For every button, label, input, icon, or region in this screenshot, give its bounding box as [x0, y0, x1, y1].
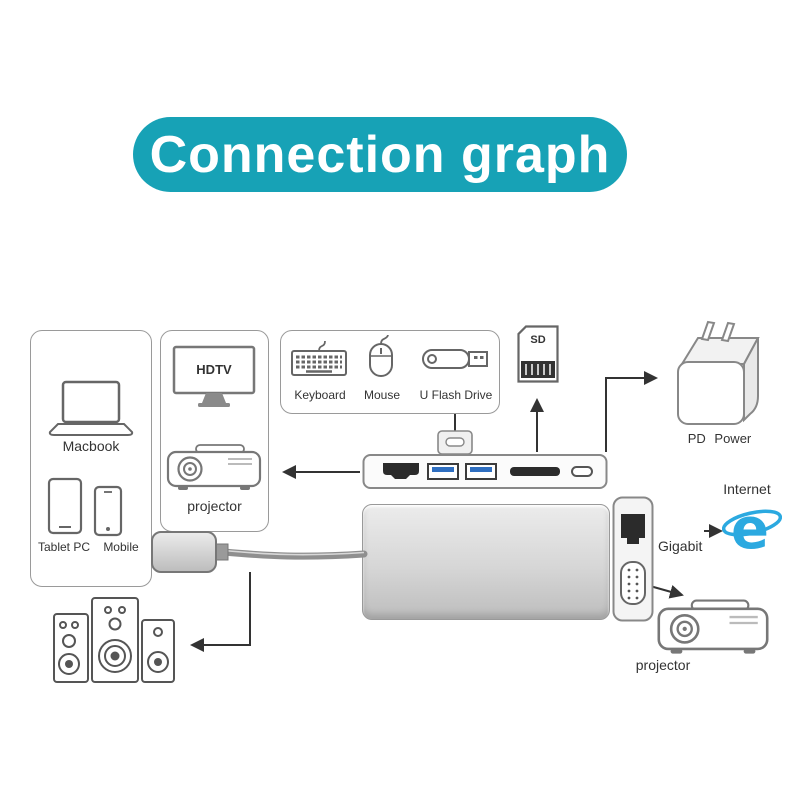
projector-label: projector: [187, 498, 242, 514]
mobile-phone-icon: [93, 485, 123, 537]
usb-c-port: [571, 466, 593, 477]
hdtv-monitor-icon: [172, 345, 256, 407]
pd-power-label: PD Power: [687, 431, 752, 446]
displays-box: HDTV projector: [160, 330, 269, 532]
usb-a-port-2: [465, 463, 497, 480]
sd-card-icon: [517, 325, 559, 383]
hdtv-label: HDTV: [196, 362, 232, 377]
mouse-icon: [369, 335, 393, 377]
mouse-label: Mouse: [363, 388, 401, 402]
hub-body: [362, 504, 610, 620]
usb-plug-top-icon: [437, 430, 473, 455]
svg-text:e: e: [731, 498, 769, 558]
sd-label: SD: [530, 334, 546, 346]
internet-label: Internet: [723, 481, 771, 497]
projector-icon: [166, 444, 262, 490]
projector-out-label: projector: [635, 657, 691, 673]
usb-c-cable: [151, 531, 368, 573]
laptop-icon: [48, 380, 134, 436]
arrow-to-pd-power: [605, 371, 658, 452]
usb-a-port-1: [427, 463, 459, 480]
vga-port: [620, 561, 646, 605]
computers-box: Macbook Tablet PC Mobile: [30, 330, 152, 587]
peripherals-box: Keyboard Mouse U Flash Drive: [280, 330, 500, 414]
macbook-label: Macbook: [62, 438, 120, 454]
tablet-icon: [47, 477, 83, 535]
u-flash-drive-label: U Flash Drive: [419, 388, 493, 402]
cable-line: [220, 548, 368, 560]
page-title: Connection graph: [149, 125, 611, 184]
sd-card: SD: [517, 325, 559, 383]
hub-top-view: [362, 454, 608, 489]
power-adapter-icon: [677, 320, 760, 425]
title-banner: Connection graph: [133, 117, 627, 192]
pd-power: PD Power: [672, 320, 767, 450]
sd-card-slot: [510, 467, 560, 476]
arrow-to-speakers: [190, 572, 251, 652]
hub-end-view: [612, 496, 654, 622]
projector-out-icon: [657, 599, 769, 654]
ethernet-port: [621, 514, 645, 544]
internet-explorer-icon: e: [722, 498, 782, 558]
hdmi-port: [383, 463, 419, 479]
keyboard-icon: [291, 340, 347, 376]
mobile-label: Mobile: [103, 540, 139, 554]
usb-flash-drive-icon: [422, 349, 488, 369]
tablet-pc-label: Tablet PC: [37, 540, 91, 554]
keyboard-label: Keyboard: [294, 388, 346, 402]
arrow-to-projector: [649, 585, 684, 599]
usb-c-plug-icon: [151, 531, 217, 573]
gigabit-label: Gigabit: [658, 538, 703, 554]
speakers-icon: [53, 597, 175, 683]
